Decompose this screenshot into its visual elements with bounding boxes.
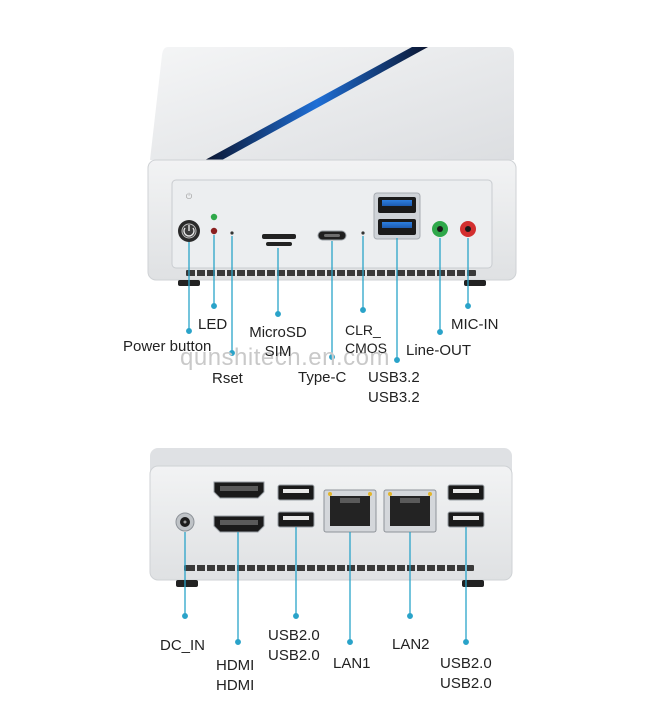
label-lan2: LAN2 [392,636,430,653]
label-rset: Rset [212,370,243,387]
front-unit-lid [150,47,514,160]
dc-in-jack [175,512,195,532]
mic-in-jack [460,221,476,237]
usb32-ports [373,192,421,240]
label-usb20-right-bottom: USB2.0 [440,675,492,692]
label-cmos: CMOS [345,340,387,356]
label-dc-in: DC_IN [160,637,206,654]
label-led: LED [198,316,228,333]
clr-cmos-pinhole [361,231,365,235]
label-usb32-top: USB3.2 [368,369,420,386]
led-green-icon [210,213,218,221]
watermark-text: qunshitech.en.com [180,344,390,371]
label-mic-in: MIC-IN [451,316,499,333]
front-vents [186,270,476,276]
rset-pinhole [230,231,234,235]
lan1-port [323,489,377,533]
line-out-jack [432,221,448,237]
label-power-button: Power button [123,338,212,355]
label-lan1: LAN1 [333,655,371,672]
label-usb20-right-top: USB2.0 [440,655,492,672]
power-button-port: ⏻ [178,192,200,242]
accent-stripe [205,47,428,160]
label-usb20-left-bottom: USB2.0 [268,647,320,664]
front-unit: ⏻ [147,47,517,286]
label-type-c: Type-C [298,369,347,386]
label-line-out: Line-OUT [406,342,472,359]
led-red-icon [210,227,218,235]
sim-slot [266,242,292,246]
lan2-port [383,489,437,533]
label-hdmi-top: HDMI [216,657,255,674]
label-clr: CLR_ [345,322,381,338]
usb20-ports-right [447,484,485,528]
label-hdmi-bottom: HDMI [216,677,255,694]
front-callout-lines [186,235,471,363]
label-usb32-bottom: USB3.2 [368,389,420,406]
back-callout-lines [182,527,469,645]
label-usb20-left-top: USB2.0 [268,627,320,644]
label-microsd: MicroSD [249,324,307,341]
label-sim: SIM [264,343,292,360]
hdmi-ports [213,481,265,533]
back-unit [149,448,513,587]
microsd-slot [262,234,296,239]
svg-text:⏻: ⏻ [186,192,193,201]
